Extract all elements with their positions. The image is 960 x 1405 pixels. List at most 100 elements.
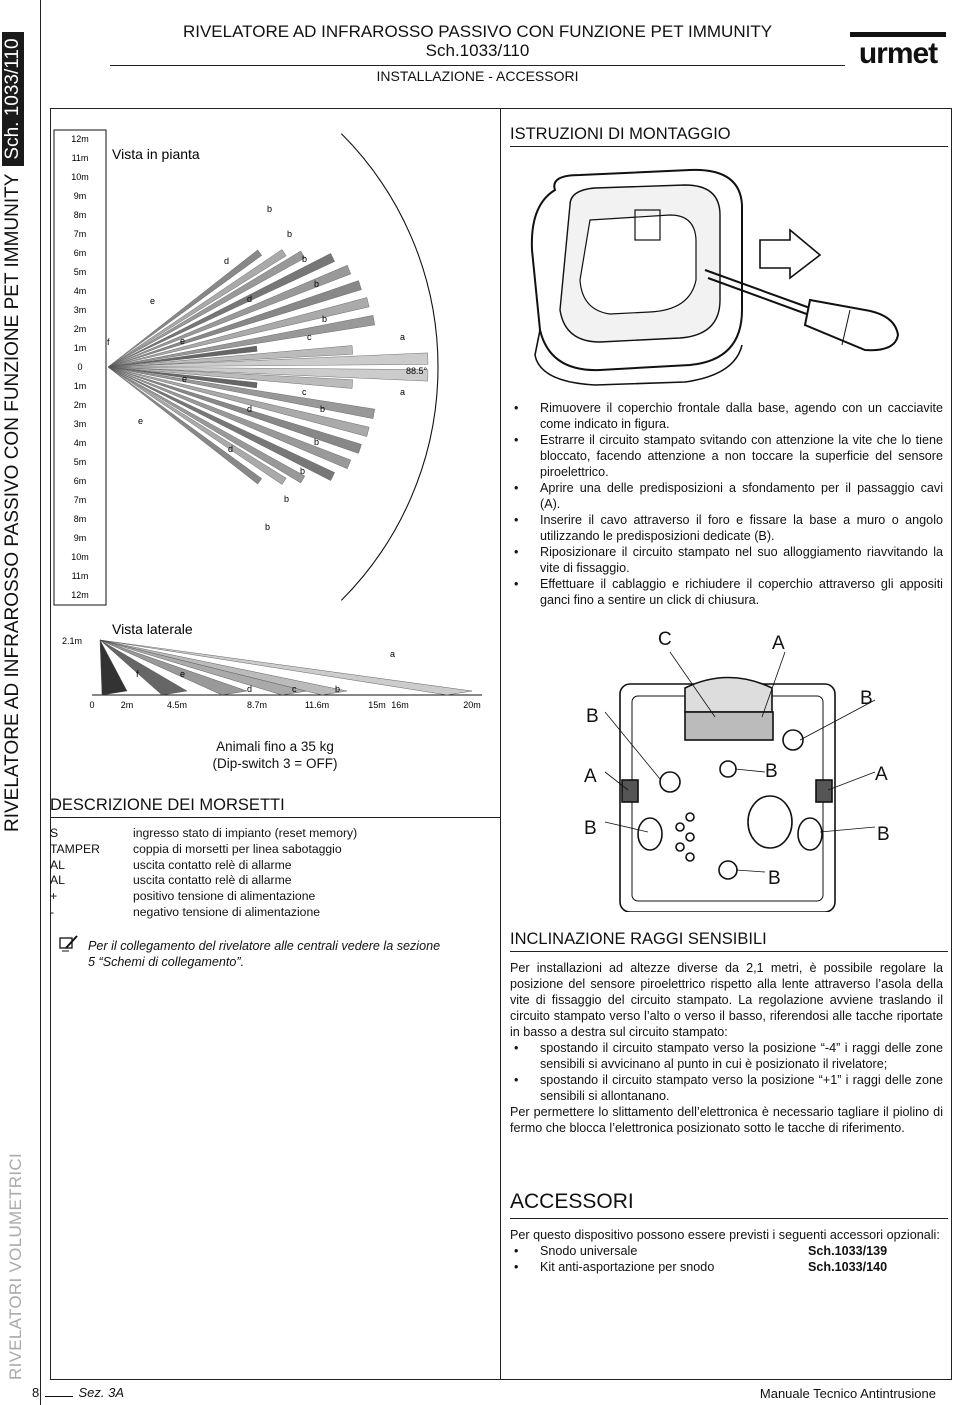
zone-letter: b: [302, 254, 307, 264]
accessori-body: Per questo dispositivo possono essere pr…: [510, 1227, 943, 1275]
inclinazione-body: Per installazioni ad altezze diverse da …: [510, 960, 943, 1136]
label-b-5: B: [877, 824, 890, 845]
side-zone-letter: e: [180, 669, 185, 679]
detection-beam: [107, 250, 306, 368]
detection-beam: [107, 345, 353, 368]
side-beam: [99, 639, 473, 696]
morsetto-key: +: [50, 889, 58, 904]
y-scale-label: 4m: [74, 438, 87, 448]
montaggio-rule: [510, 146, 948, 147]
morsetto-key: -: [50, 905, 55, 919]
morsetto-desc: uscita contatto relè di allarme: [133, 857, 292, 872]
inclinazione-outro: Per permettere lo slittamento dell’elett…: [510, 1105, 943, 1135]
label-b-4: B: [584, 818, 597, 839]
footer-left: 8 Sez. 3A: [32, 1385, 124, 1400]
y-scale-label: 11m: [72, 153, 89, 163]
direction-arrow-icon: [759, 228, 822, 280]
zone-letter: d: [228, 444, 233, 454]
x-scale-label: 15m: [368, 700, 386, 710]
montaggio-steps: Rimuovere il coperchio frontale dalla ba…: [510, 400, 943, 608]
list-item: Aprire una delle predisposizioni a sfond…: [510, 480, 943, 512]
label-a-top: A: [772, 633, 785, 654]
zone-letter: e: [150, 296, 155, 306]
page-number: 8: [32, 1385, 40, 1400]
zone-letter: b: [314, 279, 319, 289]
accessori-rule: [510, 1218, 948, 1219]
x-scale-label: 8.7m: [247, 700, 267, 710]
side-zone-letter: b: [335, 684, 340, 694]
zone-letter: d: [247, 404, 252, 414]
detection-beam: [107, 366, 370, 437]
morsetto-key: S: [50, 826, 59, 840]
x-scale-label: 0: [89, 700, 94, 710]
zone-letter: c: [302, 387, 307, 397]
base-illustration: C A B B A B A B B B: [584, 629, 890, 912]
detection-beam: [107, 366, 258, 389]
side-category: RIVELATORI VOLUMETRICI: [6, 1152, 25, 1380]
x-scale-label: 2m: [121, 700, 134, 710]
zone-letter: b: [284, 494, 289, 504]
y-scale-label: 5m: [74, 457, 87, 467]
morsetto-key: TAMPER: [50, 841, 100, 856]
label-b-1: B: [586, 706, 599, 727]
y-scale-box: [53, 129, 107, 606]
x-scale-label: 4.5m: [167, 700, 187, 710]
detection-beam: [107, 352, 429, 368]
detection-beam: [107, 366, 353, 389]
list-item: Estrarre il circuito stampato svitando c…: [510, 432, 943, 480]
detection-beam: [107, 297, 370, 368]
list-item: Rimuovere il coperchio frontale dalla ba…: [510, 400, 943, 432]
page-sch: Sch.1033/110: [425, 41, 530, 60]
manual-title: Manuale Tecnico Antintrusione: [759, 1386, 936, 1401]
pet-caption-weight: Animali fino a 35 kg: [216, 739, 334, 754]
label-b-3: B: [765, 761, 778, 782]
list-item: Inserire il cavo attraverso il foro e fi…: [510, 512, 943, 544]
page-title: RIVELATORE AD INFRAROSSO PASSIVO CON FUN…: [182, 22, 773, 41]
header-title-block: RIVELATORE AD INFRAROSSO PASSIVO CON FUN…: [110, 22, 845, 60]
y-scale-label: 0: [77, 362, 82, 372]
side-beam: [99, 639, 128, 696]
note-line-1: Per il collegamento del rivelatore alle …: [88, 939, 441, 953]
y-scale-label: 8m: [74, 210, 87, 220]
morsetto-key: AL: [50, 857, 65, 872]
detection-beam: [107, 366, 335, 481]
label-a-right: A: [875, 764, 888, 785]
coverage-diagram: 12m11m10m9m8m7m6m5m4m3m2m1m01m2m3m4m5m6m…: [53, 129, 482, 710]
list-item: Riposizionare il circuito stampato nel s…: [510, 544, 943, 576]
morsetto-key: AL: [50, 873, 65, 888]
zone-letter: e: [138, 416, 143, 426]
inclinazione-title: INCLINAZIONE RAGGI SENSIBILI: [510, 930, 767, 948]
y-scale-label: 9m: [74, 191, 87, 201]
pet-caption-dip: (Dip-switch 3 = OFF): [212, 756, 338, 771]
x-scale-label: 20m: [463, 700, 481, 710]
side-zone-letter: d: [247, 684, 252, 694]
zone-letter: d: [247, 294, 252, 304]
plan-view-title: Vista in pianta: [112, 146, 200, 162]
page-subtitle: INSTALLAZIONE - ACCESSORI: [376, 68, 579, 84]
y-scale-label: 1m: [74, 343, 87, 353]
accessory-code: Sch.1033/139: [808, 1244, 888, 1258]
morsetto-desc: coppia di morsetti per linea sabotaggio: [133, 841, 342, 856]
cover-removal-illustration: [530, 168, 900, 386]
side-zone-letter: f: [136, 669, 139, 679]
y-scale-label: 7m: [74, 229, 87, 239]
side-beam: [99, 639, 348, 696]
y-scale-label: 2m: [74, 324, 87, 334]
list-item: spostando il circuito stampato verso la …: [510, 1072, 943, 1104]
detection-beam: [107, 345, 258, 368]
y-scale-label: 9m: [74, 533, 87, 543]
angle-label: 88.5°: [406, 366, 428, 376]
side-title: RIVELATORE AD INFRAROSSO PASSIVO CON FUN…: [2, 32, 24, 832]
side-sch-badge: Sch. 1033/110: [2, 32, 24, 166]
zone-letter: b: [314, 437, 319, 447]
accessory-name: Kit anti-asportazione per snodo: [540, 1260, 715, 1274]
y-scale-label: 11m: [72, 571, 89, 581]
y-scale-label: 8m: [74, 514, 87, 524]
zone-letter: c: [307, 332, 312, 342]
zone-letter: b: [287, 229, 292, 239]
side-strip: RIVELATORE AD INFRAROSSO PASSIVO CON FUN…: [0, 0, 41, 1405]
y-scale-label: 7m: [74, 495, 87, 505]
zone-letter: b: [265, 522, 270, 532]
